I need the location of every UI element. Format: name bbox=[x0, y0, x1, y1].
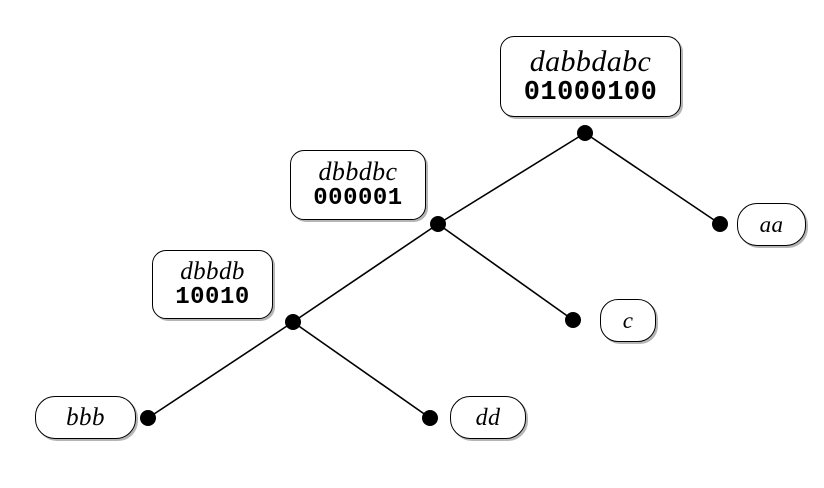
label-dbbdb-string: dbbdb bbox=[180, 258, 245, 285]
edge-n2-to-n3 bbox=[292, 223, 439, 323]
label-dd-string: dd bbox=[475, 404, 501, 431]
label-box-c: c bbox=[600, 299, 656, 342]
label-box-dd: dd bbox=[450, 396, 526, 439]
label-box-dbbdbc: dbbdbc 000001 bbox=[290, 150, 426, 220]
node-dbbdb[interactable] bbox=[285, 314, 301, 330]
label-dbbdbc-string: dbbdbc bbox=[318, 157, 398, 186]
node-dd[interactable] bbox=[422, 410, 438, 426]
label-box-dbbdb: dbbdb 10010 bbox=[152, 250, 273, 319]
label-root-string: dabbdabc bbox=[529, 44, 652, 78]
node-bbb[interactable] bbox=[140, 410, 156, 426]
edge-n2-to-c bbox=[437, 223, 574, 321]
label-box-root: dabbdabc 01000100 bbox=[500, 36, 681, 117]
label-root-bits: 01000100 bbox=[523, 77, 658, 108]
edge-root-to-aa bbox=[584, 132, 721, 225]
edge-root-to-n2 bbox=[437, 132, 586, 225]
edge-n3-to-dd bbox=[292, 321, 431, 419]
label-bbb-string: bbb bbox=[66, 404, 105, 431]
label-c-string: c bbox=[622, 308, 634, 333]
node-c[interactable] bbox=[565, 312, 581, 328]
label-box-aa: aa bbox=[737, 203, 806, 246]
label-box-bbb: bbb bbox=[35, 396, 136, 439]
edge-n3-to-bbb bbox=[147, 321, 294, 419]
node-root[interactable] bbox=[577, 125, 593, 141]
node-dbbdbc[interactable] bbox=[430, 216, 446, 232]
label-dbbdb-bits: 10010 bbox=[175, 284, 250, 311]
label-dbbdbc-bits: 000001 bbox=[313, 185, 403, 212]
label-aa-string: aa bbox=[759, 212, 784, 237]
node-aa[interactable] bbox=[712, 216, 728, 232]
